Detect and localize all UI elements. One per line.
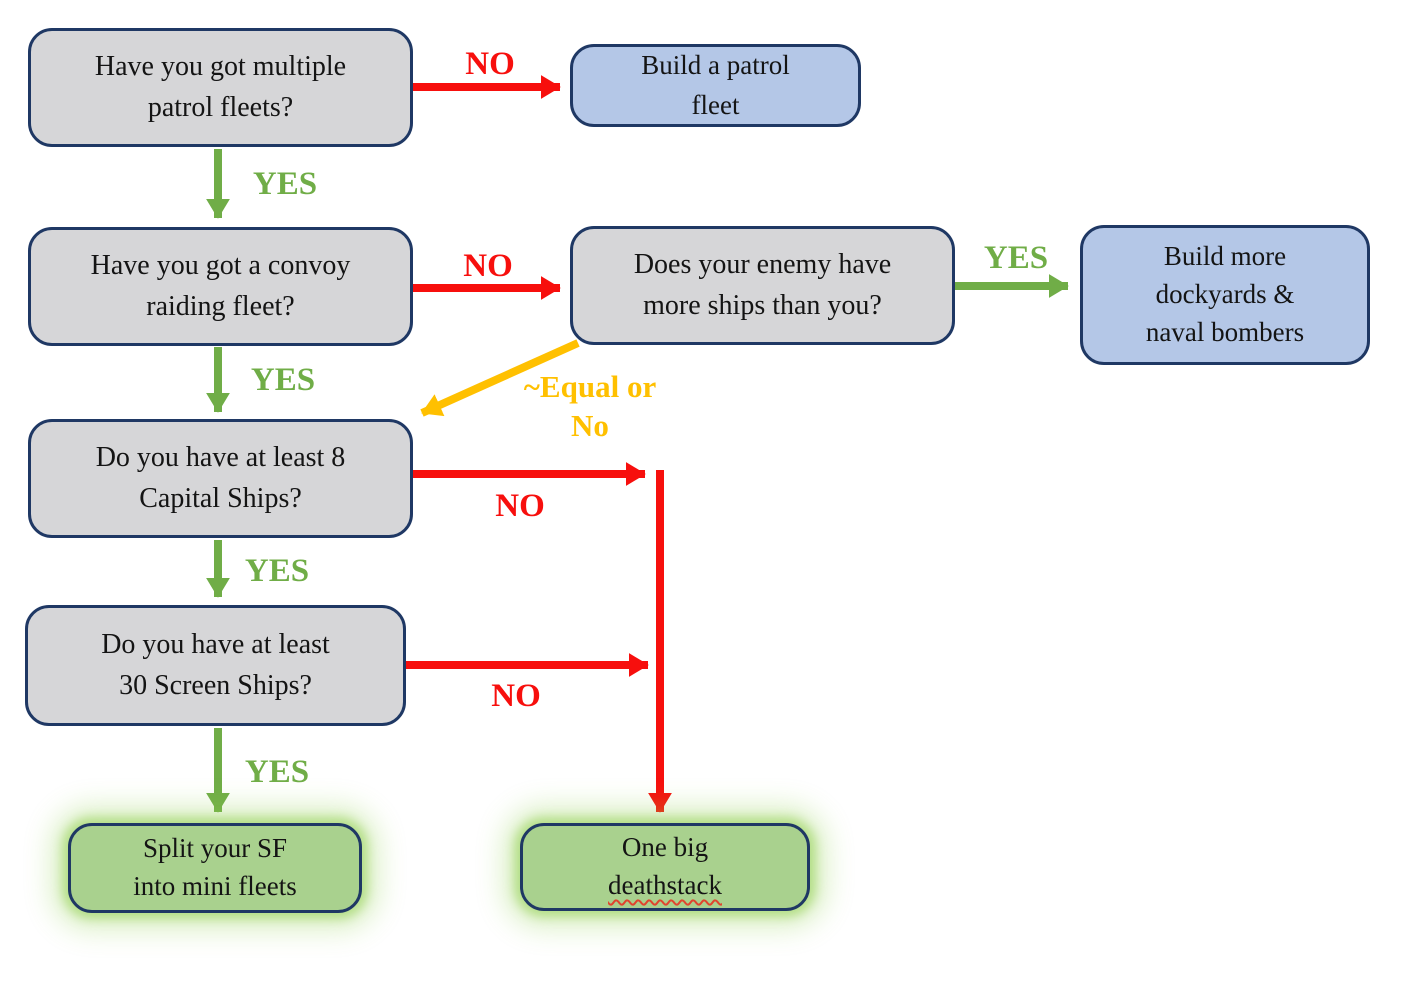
node-text: Split your SF into mini fleets xyxy=(133,833,297,901)
deathstack-line2: deathstack xyxy=(608,870,722,900)
label-yes-capital: YES xyxy=(244,553,310,589)
label-no-screen: NO xyxy=(491,678,541,714)
node-text: One big deathstack xyxy=(608,829,722,905)
node-q-capital-ships: Do you have at least 8 Capital Ships? xyxy=(28,419,413,538)
node-q-convoy-raiding-fleet: Have you got a convoy raiding fleet? xyxy=(28,227,413,346)
label-no-capital: NO xyxy=(495,488,545,524)
node-q-enemy-more-ships: Does your enemy have more ships than you… xyxy=(570,226,955,345)
node-text: Build more dockyards & naval bombers xyxy=(1145,241,1305,347)
node-one-big-deathstack: One big deathstack xyxy=(520,823,810,911)
label-yes-convoy: YES xyxy=(250,362,316,398)
node-text: Have you got multiple patrol fleets? xyxy=(94,50,347,123)
node-text: Build a patrol fleet xyxy=(641,50,790,120)
node-build-patrol-fleet: Build a patrol fleet xyxy=(570,44,861,127)
node-text: Do you have at least 30 Screen Ships? xyxy=(101,628,330,701)
label-yes-enemy: YES xyxy=(983,240,1049,276)
node-text: Does your enemy have more ships than you… xyxy=(633,248,892,321)
node-q-screen-ships: Do you have at least 30 Screen Ships? xyxy=(25,605,406,726)
node-text: Do you have at least 8 Capital Ships? xyxy=(95,441,346,514)
label-yes-screen: YES xyxy=(244,754,310,790)
node-build-dockyards-bombers: Build more dockyards & naval bombers xyxy=(1080,225,1370,365)
deathstack-line1: One big xyxy=(621,832,709,863)
label-yes-patrol: YES xyxy=(252,166,318,202)
node-split-sf-mini-fleets: Split your SF into mini fleets xyxy=(68,823,362,913)
label-no-patrol: NO xyxy=(465,46,515,82)
node-q-multiple-patrol-fleets: Have you got multiple patrol fleets? xyxy=(28,28,413,147)
node-text: Have you got a convoy raiding fleet? xyxy=(90,249,351,322)
label-equal-or-no: ~Equal or No xyxy=(523,369,657,443)
label-no-convoy: NO xyxy=(463,248,513,284)
